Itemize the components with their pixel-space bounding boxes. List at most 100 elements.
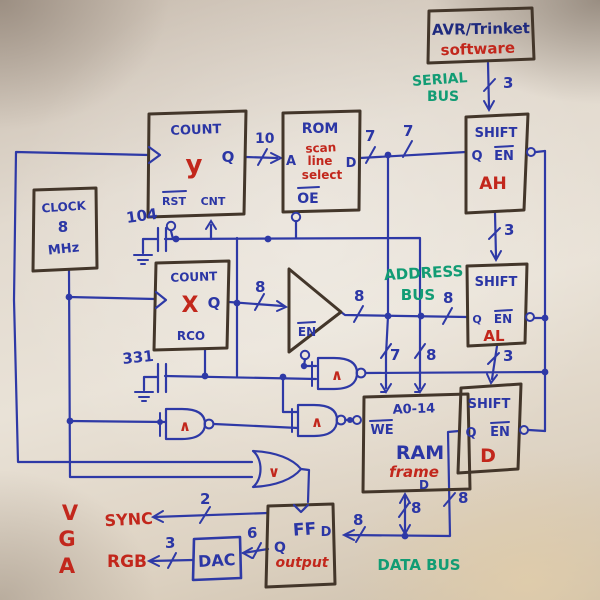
data-bus-label: DATA BUS xyxy=(377,556,460,574)
clock-l2: 8 xyxy=(58,218,68,236)
width-rom-d2: 7 xyxy=(403,122,413,140)
width-bufout: 8 xyxy=(354,287,364,305)
block-shift-ah: SHIFT Q EN AH xyxy=(464,112,536,215)
rgb-label: RGB xyxy=(107,552,147,572)
wire-nand1-out xyxy=(364,370,547,375)
rom-note3: select xyxy=(302,168,343,182)
bus-width-labels: 3 3 3 10 7 7 8 8 8 7 8 8 8 8 2 6 3 xyxy=(165,74,514,552)
slash-addr-lo xyxy=(414,343,426,359)
ff-q: Q xyxy=(274,540,286,556)
and-glyph-3: ∧ xyxy=(311,413,323,431)
or-glyph: ∨ xyxy=(268,463,280,481)
width-addr-lo: 8 xyxy=(426,346,436,364)
county-q: Q xyxy=(222,148,235,166)
d-name: D xyxy=(480,445,496,467)
d-en-overline xyxy=(490,421,510,424)
block-count-x: COUNT X Q RCO xyxy=(152,259,231,352)
al-en: EN xyxy=(494,312,512,326)
rom-title: ROM xyxy=(302,121,339,137)
block-clock: CLOCK 8 MHz xyxy=(31,186,99,273)
wire-romd-to-ah xyxy=(358,150,468,160)
oe-overline xyxy=(297,186,320,189)
ah-q: Q xyxy=(471,149,482,164)
vga-v: V xyxy=(62,501,79,525)
slash-romd-1 xyxy=(365,146,376,164)
wire-data-bus xyxy=(344,429,461,538)
ff-note: output xyxy=(276,555,330,571)
slash-addr-hi xyxy=(380,343,392,359)
buffer-en-overline xyxy=(297,321,316,324)
block-avr: AVR/Trinket software xyxy=(426,6,536,65)
d-en-bubble xyxy=(519,425,529,435)
nand-gate-enable: ∧ xyxy=(311,356,367,391)
cap-331-label: 331 xyxy=(122,347,155,368)
slash-data-right xyxy=(443,492,456,507)
rst-bubble xyxy=(165,220,177,232)
ah-en: EN xyxy=(494,149,514,164)
wire-nand2-to-nand3 xyxy=(212,422,300,430)
rom-note1: scan xyxy=(305,140,337,156)
we-overline xyxy=(369,419,393,422)
sync-label: SYNC xyxy=(104,509,153,530)
countx-title: COUNT xyxy=(170,269,218,285)
nand3-bubble xyxy=(335,414,347,426)
arrow-rgb xyxy=(146,555,160,567)
arrow-serial-2 xyxy=(490,250,502,263)
width-addr-hi: 7 xyxy=(390,346,400,364)
cap-104-label: 104 xyxy=(125,205,159,227)
width-xq: 8 xyxy=(255,278,265,296)
wire-en-d xyxy=(527,428,547,433)
ah-title: SHIFT xyxy=(475,126,518,141)
width-serial-3: 3 xyxy=(503,347,513,365)
county-reg: y xyxy=(186,150,203,180)
wire-or-to-ff xyxy=(299,467,311,504)
width-rgb: 3 xyxy=(165,534,175,552)
avr-subtitle: software xyxy=(440,39,515,60)
slash-serial-1 xyxy=(483,78,496,92)
block-ram: A0-14 WE RAM frame D xyxy=(352,392,472,494)
county-rst: RST xyxy=(162,195,186,208)
wire-cap104-gnd xyxy=(141,237,160,255)
slash-sync xyxy=(199,506,211,524)
arrow-cnt xyxy=(205,219,217,230)
county-title: COUNT xyxy=(170,122,222,139)
width-serial-2: 3 xyxy=(504,221,514,239)
avr-title: AVR/Trinket xyxy=(432,19,530,39)
wire-ah-to-al xyxy=(493,211,498,259)
wire-en-ah xyxy=(534,149,547,154)
countx-reg: X xyxy=(182,293,199,318)
ram-addr: A0-14 xyxy=(392,401,435,417)
width-ram-d: 8 xyxy=(411,499,421,517)
nand-gate-we: ∧ xyxy=(291,403,347,438)
wire-clock-vertical xyxy=(67,269,254,479)
block-buffer: EN xyxy=(287,267,343,361)
rom-oe: OE xyxy=(297,191,318,207)
slash-rgb xyxy=(167,552,177,569)
wire-addr-hi-vertical xyxy=(384,153,390,390)
nand1-bubble xyxy=(355,367,367,379)
slash-xq xyxy=(254,293,265,311)
nand-gate-left: ∧ xyxy=(159,407,215,441)
or-gate: ∨ xyxy=(251,449,303,489)
slash-data-ff xyxy=(355,526,366,543)
d-en: EN xyxy=(490,425,510,440)
slash-romd-2 xyxy=(402,140,413,158)
arrow-serial-3 xyxy=(486,373,498,385)
d-title: SHIFT xyxy=(468,397,511,412)
ground-symbol-1 xyxy=(133,254,153,265)
junction-dots xyxy=(65,151,549,540)
and-glyph-1: ∧ xyxy=(331,366,343,384)
buffer-triangle xyxy=(287,267,343,354)
width-al-q: 8 xyxy=(443,289,453,307)
width-sync: 2 xyxy=(200,490,210,508)
clock-wedge-county xyxy=(147,145,162,165)
serial-bus-label-2: BUS xyxy=(427,89,459,105)
vga-g: G xyxy=(58,527,75,551)
bus-name-labels: SERIAL BUS ADDRESS BUS DATA BUS xyxy=(377,70,468,574)
block-rom: ROM A scan line select D OE xyxy=(281,109,362,223)
width-data-right: 8 xyxy=(458,489,468,507)
width-serial-1: 3 xyxy=(503,74,513,92)
buffer-en-bubble xyxy=(299,349,311,361)
